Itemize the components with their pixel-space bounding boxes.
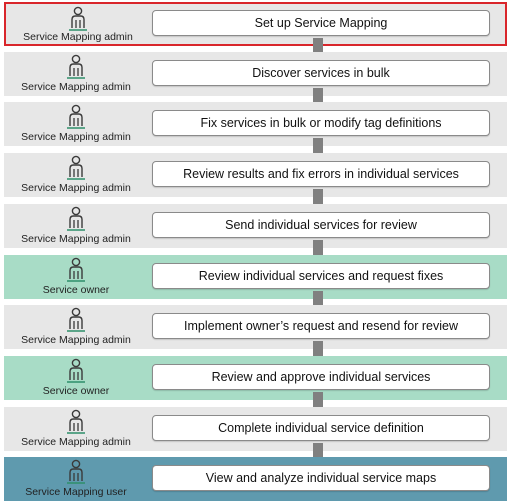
- step-task-box: View and analyze individual service maps: [152, 465, 490, 491]
- role-label: Service Mapping user: [25, 486, 127, 498]
- role-label: Service Mapping admin: [23, 31, 133, 43]
- step-row-2: Service Mapping admin Discover services i…: [4, 52, 507, 96]
- role-area: Service Mapping admin: [6, 4, 150, 44]
- step-task-box: Review individual services and request f…: [152, 263, 490, 289]
- role-area: Service Mapping admin: [4, 204, 148, 248]
- step-row-1: Service Mapping admin Set up Service Mapp…: [4, 2, 507, 46]
- step-row-3: Service Mapping admin Fix services in bul…: [4, 102, 507, 146]
- step-task-box: Review results and fix errors in individ…: [152, 161, 490, 187]
- role-area: Service Mapping admin: [4, 153, 148, 197]
- role-label: Service Mapping admin: [21, 182, 131, 194]
- role-label: Service Mapping admin: [21, 436, 131, 448]
- step-task-box: Discover services in bulk: [152, 60, 490, 86]
- step-row-8: Service owner Review and approve individu…: [4, 356, 507, 400]
- role-area: Service owner: [4, 356, 148, 400]
- step-task-box: Fix services in bulk or modify tag defin…: [152, 110, 490, 136]
- role-label: Service owner: [42, 284, 110, 296]
- person-icon: [66, 54, 86, 80]
- step-row-10: Service Mapping user View and analyze ind…: [4, 457, 507, 501]
- role-label: Service Mapping admin: [21, 81, 131, 93]
- step-row-6: Service owner Review individual services …: [4, 255, 507, 299]
- step-row-9: Service Mapping admin Complete individual…: [4, 407, 507, 451]
- role-area: Service Mapping admin: [4, 305, 148, 349]
- person-icon: [66, 307, 86, 333]
- person-icon: [68, 6, 88, 32]
- step-task-box: Implement owner’s request and resend for…: [152, 313, 490, 339]
- role-area: Service Mapping admin: [4, 102, 148, 146]
- person-icon: [66, 257, 86, 283]
- person-icon: [66, 409, 86, 435]
- role-area: Service Mapping admin: [4, 52, 148, 96]
- step-row-5: Service Mapping admin Send individual ser…: [4, 204, 507, 248]
- role-label: Service owner: [42, 385, 110, 397]
- person-icon: [66, 206, 86, 232]
- person-icon: [66, 104, 86, 130]
- step-task-box: Send individual services for review: [152, 212, 490, 238]
- step-task-box: Review and approve individual services: [152, 364, 490, 390]
- role-label: Service Mapping admin: [21, 131, 131, 143]
- role-label: Service Mapping admin: [21, 334, 131, 346]
- step-task-box: Set up Service Mapping: [152, 10, 490, 36]
- step-row-4: Service Mapping admin Review results and …: [4, 153, 507, 197]
- person-icon: [66, 459, 86, 485]
- role-area: Service Mapping admin: [4, 407, 148, 451]
- step-task-box: Complete individual service definition: [152, 415, 490, 441]
- person-icon: [66, 155, 86, 181]
- step-row-7: Service Mapping admin Implement owner’s r…: [4, 305, 507, 349]
- person-icon: [66, 358, 86, 384]
- role-area: Service owner: [4, 255, 148, 299]
- role-area: Service Mapping user: [4, 457, 148, 501]
- role-label: Service Mapping admin: [21, 233, 131, 245]
